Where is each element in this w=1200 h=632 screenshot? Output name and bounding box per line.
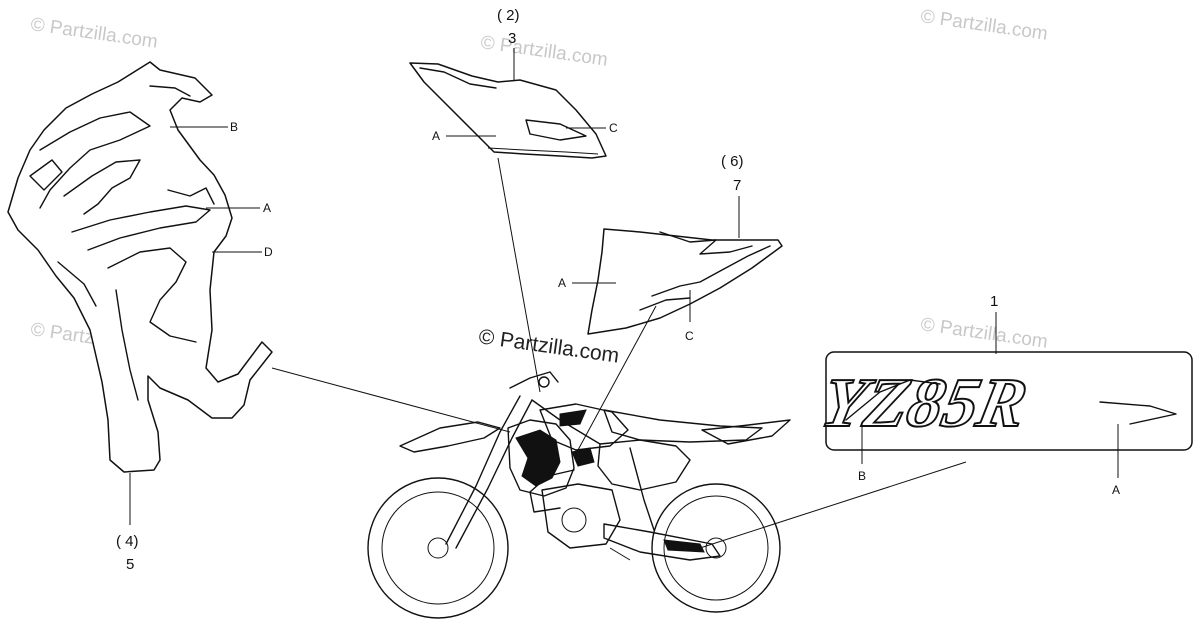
radiator-shroud bbox=[507, 419, 575, 497]
side-cover-decal bbox=[587, 228, 783, 335]
side-cover-outline bbox=[587, 228, 783, 335]
side-cover-marker bbox=[571, 447, 595, 467]
tank-decal-edge bbox=[487, 147, 599, 155]
exhaust-pipe bbox=[529, 469, 575, 513]
handlebar bbox=[509, 371, 559, 389]
callout-part-5-paren: ( 4) bbox=[116, 533, 139, 550]
swingarm-emblem: YZ85R bbox=[814, 351, 1193, 451]
emblem-swoosh-1 bbox=[845, 379, 941, 421]
shroud-stripe-4 bbox=[167, 187, 215, 205]
rear-tire-outer bbox=[651, 483, 781, 613]
engine bbox=[541, 483, 621, 549]
watermark-mid-right: © Partzilla.com bbox=[919, 314, 1049, 353]
callout-part-7-paren: ( 6) bbox=[721, 153, 744, 170]
side-cover bbox=[597, 439, 691, 491]
rear-rim bbox=[663, 495, 769, 601]
front-hub bbox=[427, 537, 449, 559]
watermark-top-center: © Partzilla.com bbox=[479, 32, 609, 71]
label-emblem-a: A bbox=[1112, 483, 1120, 497]
front-tire-outer bbox=[367, 477, 509, 619]
handlebar-clamp bbox=[538, 376, 550, 388]
rear-fender bbox=[701, 419, 791, 445]
engine-cover bbox=[561, 507, 587, 533]
tank-decal-stripe-1 bbox=[419, 67, 497, 89]
shroud-stripe-6 bbox=[57, 261, 97, 307]
shroud-decal-marker bbox=[515, 429, 561, 487]
label-side-c: C bbox=[685, 329, 694, 343]
leader-emblem-to-bike bbox=[699, 461, 967, 549]
label-side-a: A bbox=[558, 276, 566, 290]
tank-decal-stripe-2 bbox=[525, 119, 587, 141]
emblem-swoosh-2 bbox=[1099, 401, 1177, 425]
emblem-lettering: YZ85R bbox=[815, 365, 1034, 442]
leader-shroud-to-bike bbox=[271, 367, 511, 433]
label-shroud-d: D bbox=[264, 245, 273, 259]
seat bbox=[603, 409, 763, 443]
swingarm bbox=[603, 523, 721, 561]
tank-decal bbox=[409, 62, 607, 159]
label-emblem-b: B bbox=[858, 469, 866, 483]
shroud-stripe-2 bbox=[63, 159, 141, 215]
label-top-c: C bbox=[609, 121, 618, 135]
watermark-top-right: © Partzilla.com bbox=[919, 6, 1049, 45]
callout-part-7-number: 7 bbox=[733, 177, 741, 194]
emblem-plate bbox=[825, 351, 1193, 451]
shroud-letter-r-stem bbox=[115, 289, 139, 401]
label-shroud-a: A bbox=[263, 201, 271, 215]
watermark-top-left: © Partzilla.com bbox=[29, 14, 159, 53]
leader-tank-to-bike bbox=[497, 157, 541, 393]
label-top-a: A bbox=[432, 129, 440, 143]
shroud-stripe-5 bbox=[29, 159, 63, 191]
fuel-tank bbox=[539, 403, 629, 451]
shroud-letter-r bbox=[107, 247, 197, 343]
rear-hub bbox=[705, 537, 727, 559]
front-rim bbox=[381, 491, 495, 605]
shroud-stripe-3 bbox=[71, 205, 211, 251]
tank-decal-marker bbox=[559, 409, 587, 427]
side-cover-stripe-2 bbox=[651, 245, 771, 297]
motorcycle bbox=[367, 371, 791, 619]
front-fork-right bbox=[455, 399, 533, 549]
front-fender bbox=[399, 421, 501, 453]
callout-part-3-paren: ( 2) bbox=[497, 7, 520, 24]
rear-shock bbox=[629, 447, 655, 531]
tank-decal-outline bbox=[409, 62, 607, 159]
shroud-stripe-1 bbox=[39, 111, 151, 209]
side-cover-stripe-1 bbox=[659, 231, 753, 255]
callout-part-5-number: 5 bbox=[126, 556, 134, 573]
callout-part-3-number: 3 bbox=[508, 30, 516, 47]
swingarm-emblem-marker bbox=[663, 539, 705, 553]
leader-side-to-bike bbox=[577, 305, 657, 451]
shroud-decal bbox=[7, 61, 273, 473]
front-fork-left bbox=[445, 395, 521, 545]
shroud-edge bbox=[149, 85, 191, 97]
side-cover-stripe-3 bbox=[639, 297, 691, 311]
callout-part-1-number: 1 bbox=[990, 293, 998, 310]
footpeg bbox=[609, 547, 631, 561]
frame-top bbox=[531, 399, 601, 445]
label-shroud-b: B bbox=[230, 120, 238, 134]
